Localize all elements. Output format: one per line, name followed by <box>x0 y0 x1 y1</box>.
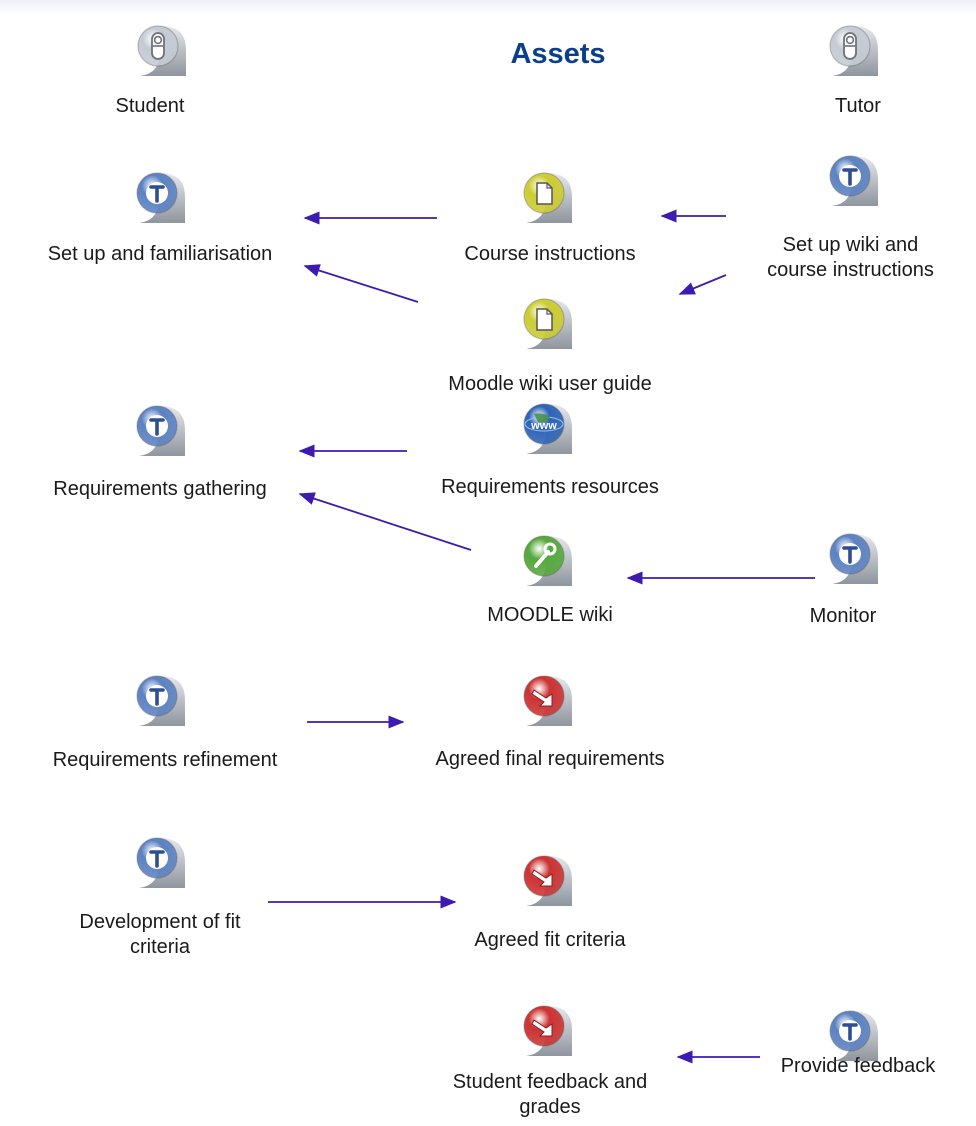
node-label: Set up and familiarisation <box>47 243 273 265</box>
edge-moodle-guide-to-setup <box>303 264 419 303</box>
diagram-title: Assets <box>510 38 606 70</box>
task-icon <box>829 1010 878 1061</box>
node-label: Requirements gathering <box>53 478 267 500</box>
edge-setup-wiki-to-moodle-guide <box>678 274 727 295</box>
node-label: Agreed fit criteria <box>474 929 626 951</box>
node-label: Set up wiki and course instructions <box>767 234 934 281</box>
svg-text:www: www <box>530 420 557 432</box>
document-icon <box>523 298 572 349</box>
node-label: Student <box>115 95 185 117</box>
node-label: Course instructions <box>464 243 636 265</box>
edge-moodle-wiki-to-req-gathering <box>298 492 472 551</box>
task-icon <box>829 155 878 206</box>
node-label: MOODLE wiki <box>487 604 613 626</box>
node-label: Requirements resources <box>441 476 659 498</box>
person-icon <box>829 25 878 76</box>
person-icon <box>137 25 186 76</box>
node-label: Requirements refinement <box>52 749 278 771</box>
node-label: Tutor <box>835 95 881 117</box>
output-icon <box>523 675 572 726</box>
output-icon <box>523 855 572 906</box>
task-icon <box>829 533 878 584</box>
task-icon <box>136 172 185 223</box>
top-gradient-band <box>0 0 976 16</box>
node-label: Agreed final requirements <box>435 748 665 770</box>
document-icon <box>523 172 572 223</box>
node-label: Development of fit criteria <box>79 911 241 958</box>
tool-icon <box>523 535 572 586</box>
task-icon <box>136 675 185 726</box>
node-label: Provide feedback <box>780 1055 936 1077</box>
node-label: Student feedback and grades <box>452 1071 648 1118</box>
output-icon <box>523 1005 572 1056</box>
node-label: Monitor <box>809 605 877 627</box>
globe-icon: www <box>523 403 572 454</box>
task-icon <box>136 837 185 888</box>
task-icon <box>136 405 185 456</box>
node-label: Moodle wiki user guide <box>448 373 652 395</box>
